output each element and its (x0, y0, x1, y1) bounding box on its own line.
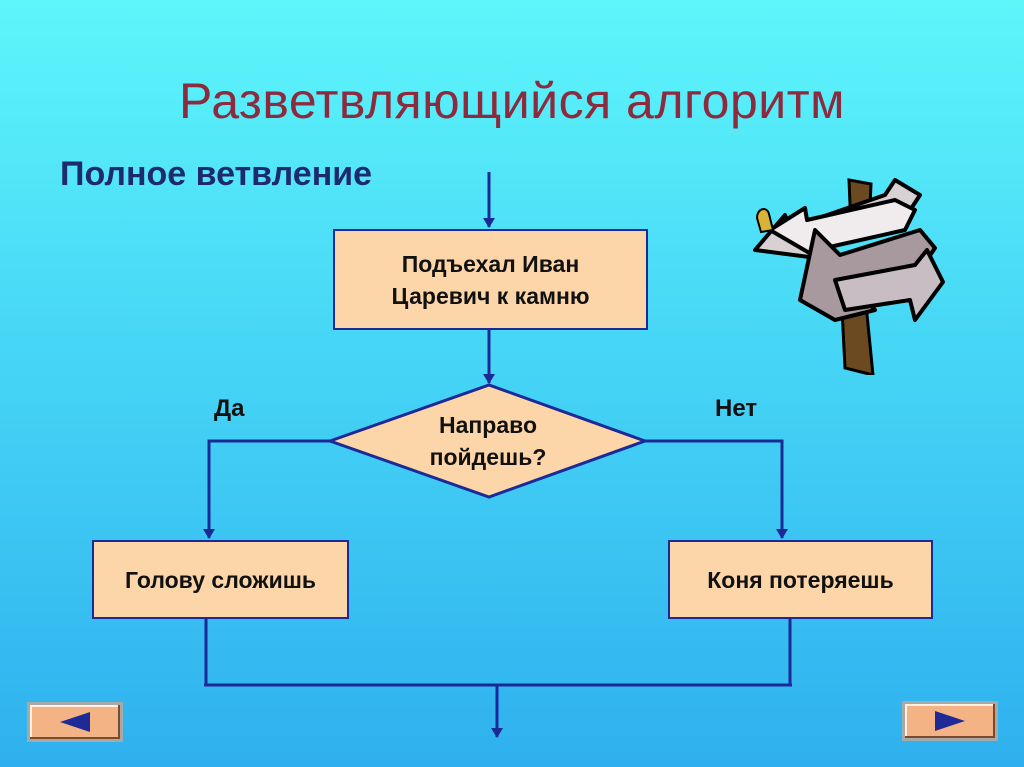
signpost-illustration (753, 178, 945, 375)
yes-outcome-box: Голову сложишь (92, 540, 349, 619)
no-outcome-text: Коня потеряешь (707, 566, 894, 593)
yes-label: Да (214, 395, 245, 422)
start-process-text: Подъехал Иван Царевич к камню (391, 250, 590, 309)
page-title: Разветвляющийся алгоритм (179, 73, 845, 129)
no-outcome-box: Коня потеряешь (668, 540, 933, 619)
page-subtitle: Полное ветвление (60, 155, 373, 193)
triangle-left-icon (60, 712, 90, 732)
decision-text: Направо пойдешь? (429, 412, 547, 470)
no-label: Нет (715, 395, 758, 422)
start-process-box: Подъехал Иван Царевич к камню (333, 229, 648, 330)
yes-branch-line (203, 439, 330, 539)
yes-outcome-text: Голову сложишь (124, 566, 317, 593)
prev-slide-button[interactable] (27, 702, 123, 742)
no-branch-line (645, 439, 788, 539)
decision-diamond (325, 383, 650, 499)
next-slide-button[interactable] (902, 701, 998, 741)
triangle-right-icon (935, 711, 965, 731)
